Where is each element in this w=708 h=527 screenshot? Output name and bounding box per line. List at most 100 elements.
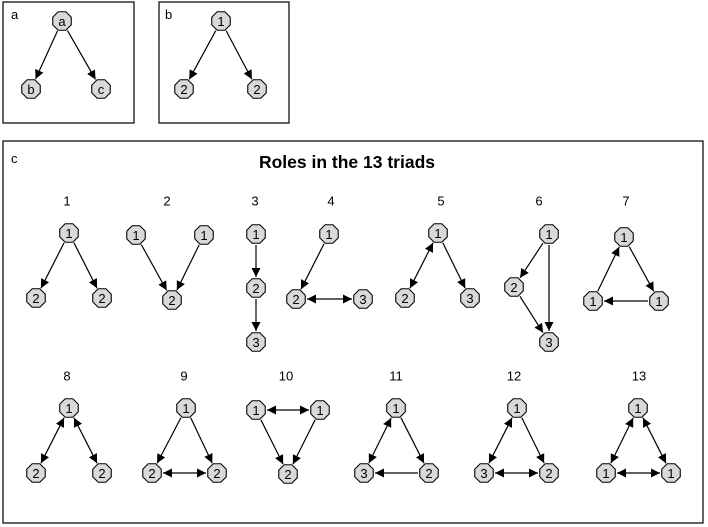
triad-4-node-3: 3 (353, 289, 373, 309)
triad-3-node-3: 3 (246, 332, 266, 352)
triad-5-edge-2 (442, 242, 466, 289)
node-shape (386, 398, 406, 418)
triad-12-number: 12 (507, 369, 521, 384)
triad-12-edge-1 (488, 417, 513, 464)
triad-10-node-1: 1 (246, 400, 266, 420)
triad-6-edge-3 (519, 295, 544, 334)
node-label: 2 (545, 466, 552, 481)
triad-11-node-2: 3 (354, 463, 374, 483)
triad-3-number: 3 (251, 194, 258, 209)
triad-8-edge-1 (40, 417, 65, 464)
panel-a-node-1: a (52, 11, 72, 31)
node-label: b (27, 82, 34, 97)
node-shape (207, 463, 227, 483)
panel-a-edge-2 (66, 30, 97, 80)
node-shape (126, 225, 146, 245)
triad-5-node-1: 1 (428, 223, 448, 243)
node-shape (661, 463, 681, 483)
node-label: 1 (602, 466, 609, 481)
node-label: a (58, 14, 66, 29)
node-label: 3 (359, 292, 366, 307)
node-shape (162, 290, 182, 310)
triad-13-edge-1 (610, 417, 634, 464)
triad-10-node-3: 2 (278, 464, 298, 484)
panel-a-node-2: b (21, 79, 41, 99)
node-shape (174, 79, 194, 99)
triad-2-number: 2 (163, 194, 170, 209)
node-label: 3 (480, 466, 487, 481)
triad-7-number: 7 (622, 194, 629, 209)
node-label: 1 (655, 294, 662, 309)
node-shape (142, 463, 162, 483)
node-label: 3 (252, 335, 259, 350)
node-label: 2 (148, 466, 155, 481)
node-label: 2 (292, 292, 299, 307)
node-shape (278, 464, 298, 484)
triad-10-node-2: 1 (310, 400, 330, 420)
node-label: 1 (200, 228, 207, 243)
triad-6-edge-1 (519, 242, 544, 279)
triad-1-number: 1 (63, 194, 70, 209)
node-shape (596, 463, 616, 483)
node-shape (419, 463, 439, 483)
triad-13-number: 13 (632, 369, 646, 384)
triad-12-node-3: 2 (539, 463, 559, 483)
node-label: 2 (32, 466, 39, 481)
triad-9-node-2: 2 (142, 463, 162, 483)
node-label: 2 (168, 293, 175, 308)
triad-1-edge-1 (40, 242, 65, 289)
triad-8-edge-2 (73, 417, 98, 464)
triad-13-node-1: 1 (628, 398, 648, 418)
triad-9-edge-1 (156, 417, 182, 464)
node-label: 1 (620, 230, 627, 245)
node-shape (539, 224, 559, 244)
node-shape (92, 288, 112, 308)
node-shape (247, 79, 267, 99)
node-shape (614, 227, 634, 247)
node-shape (539, 463, 559, 483)
triad-2-node-3: 2 (162, 290, 182, 310)
triad-9-node-3: 2 (207, 463, 227, 483)
node-shape (194, 225, 214, 245)
node-shape (395, 288, 415, 308)
triad-7-edge-1 (628, 246, 655, 292)
node-shape (246, 224, 266, 244)
triad-5-number: 5 (437, 194, 444, 209)
triad-9-number: 9 (180, 369, 187, 384)
triad-9-node-1: 1 (176, 398, 196, 418)
node-shape (583, 291, 603, 311)
node-shape (460, 288, 480, 308)
node-shape (246, 332, 266, 352)
triad-6-graph: 123 (504, 224, 559, 352)
node-shape (59, 223, 79, 243)
triad-3-node-2: 2 (246, 278, 266, 298)
triad-11-node-1: 1 (386, 398, 406, 418)
node-label: 1 (252, 403, 259, 418)
node-label: 1 (545, 227, 552, 242)
triad-2-edge-2 (176, 244, 200, 291)
triad-4-number: 4 (327, 194, 334, 209)
node-label: 1 (65, 401, 72, 416)
triad-3-graph: 1 2 3 (246, 224, 266, 352)
panel-b-node-2: 2 (174, 79, 194, 99)
node-label: 2 (98, 466, 105, 481)
node-shape (246, 400, 266, 420)
triad-1-node-2: 2 (26, 288, 46, 308)
triad-11-number: 11 (389, 369, 403, 384)
node-label: 1 (65, 226, 72, 241)
triad-13-graph: 1 1 1 (596, 398, 681, 483)
node-label: 2 (284, 467, 291, 482)
panel-c-label: c (11, 151, 18, 166)
node-shape (353, 289, 373, 309)
node-shape (628, 398, 648, 418)
node-label: 1 (252, 227, 259, 242)
triad-13-node-3: 1 (661, 463, 681, 483)
node-shape (59, 398, 79, 418)
node-label: 1 (667, 466, 674, 481)
node-shape (649, 291, 669, 311)
node-label: 1 (634, 401, 641, 416)
